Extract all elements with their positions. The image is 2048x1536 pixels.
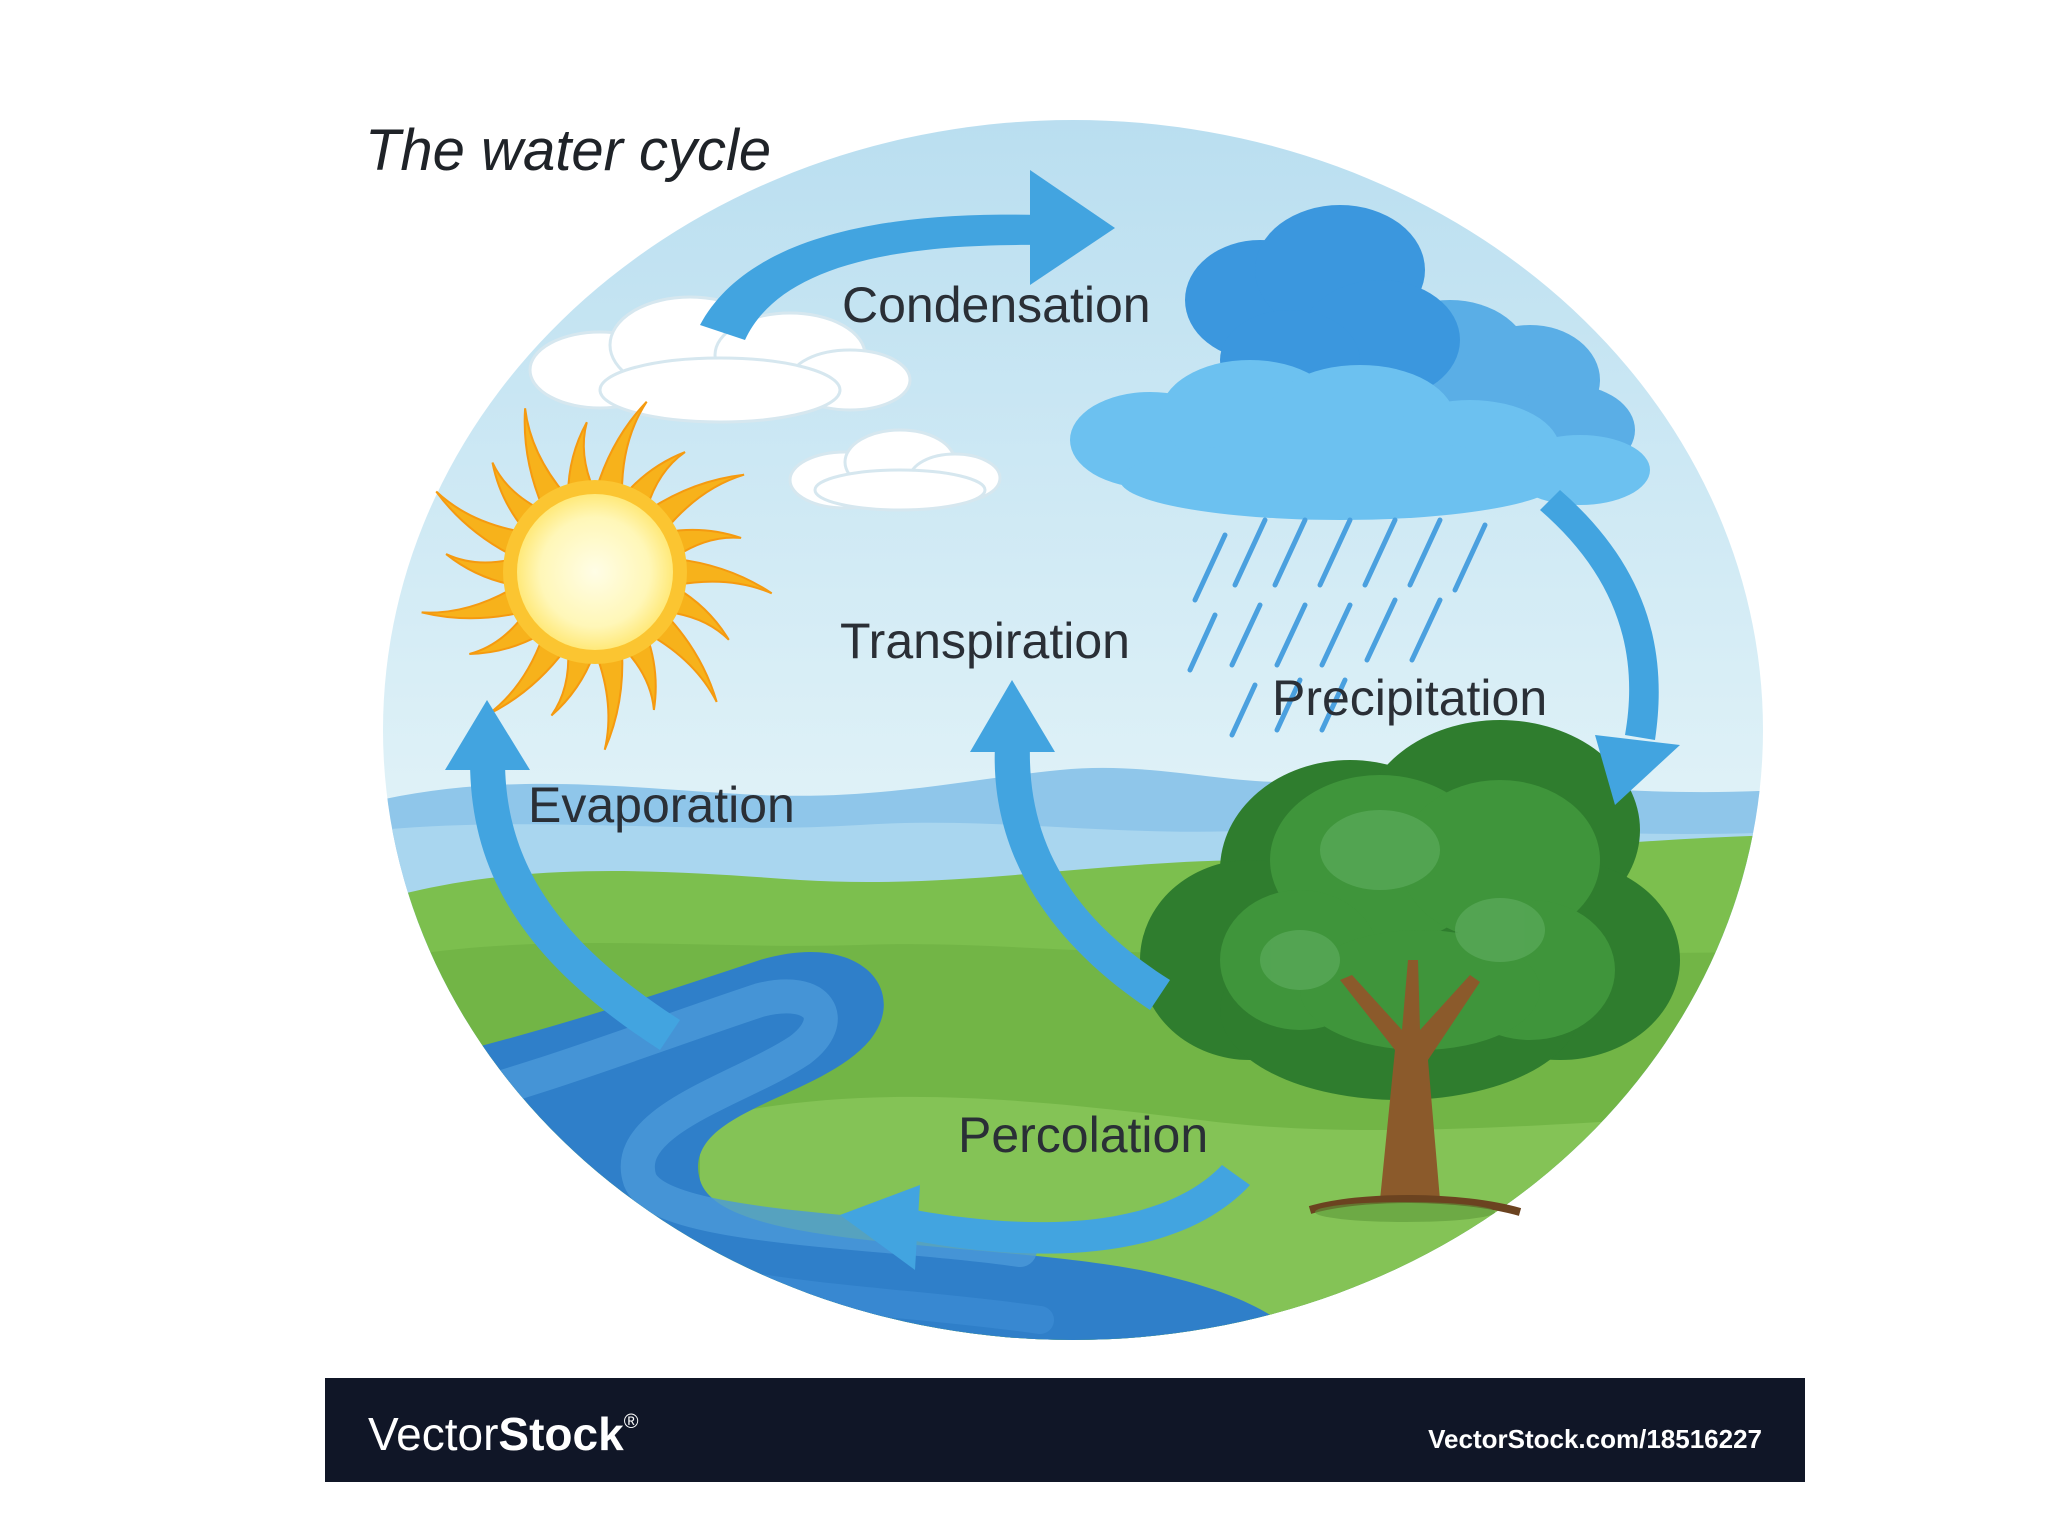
sun-ray <box>594 648 624 751</box>
sun-ray <box>594 400 648 496</box>
sun-ray <box>445 553 516 587</box>
white-cloud-large <box>528 295 912 424</box>
sun-ray <box>523 408 568 510</box>
sun-ray <box>550 648 596 717</box>
river-highlight <box>403 979 1037 1267</box>
tree-icon <box>1140 720 1680 1222</box>
arrow-percolation <box>840 1165 1250 1270</box>
tree-trunk <box>1340 960 1480 1200</box>
sun-ray <box>567 421 596 496</box>
watermark-url: VectorStock.com/18516227 <box>1428 1424 1762 1454</box>
sun-ray <box>421 585 525 620</box>
sun-ray <box>435 490 525 558</box>
arrow-condensation <box>700 170 1115 340</box>
sun-icon <box>421 400 773 751</box>
label-precipitation: Precipitation <box>1272 670 1547 726</box>
diagram-title: The water cycle <box>365 118 771 183</box>
sun-ray <box>647 473 745 532</box>
label-transpiration: Transpiration <box>840 613 1130 669</box>
label-percolation: Percolation <box>958 1107 1208 1163</box>
label-condensation: Condensation <box>842 277 1151 333</box>
arrow-precipitation <box>1540 490 1680 805</box>
arrow-evaporation <box>445 700 680 1050</box>
arrow-transpiration <box>970 680 1170 1010</box>
sun-ray <box>665 528 742 559</box>
rain-cloud <box>1070 205 1650 738</box>
label-evaporation: Evaporation <box>528 777 795 833</box>
white-cloud-small <box>788 428 1002 512</box>
watermark-banner: VectorStock® VectorStock.com/18516227 <box>325 1378 1805 1482</box>
sun-ray <box>647 612 718 703</box>
watermark-brand: VectorStock® <box>368 1408 639 1460</box>
sun-ray <box>674 557 773 595</box>
